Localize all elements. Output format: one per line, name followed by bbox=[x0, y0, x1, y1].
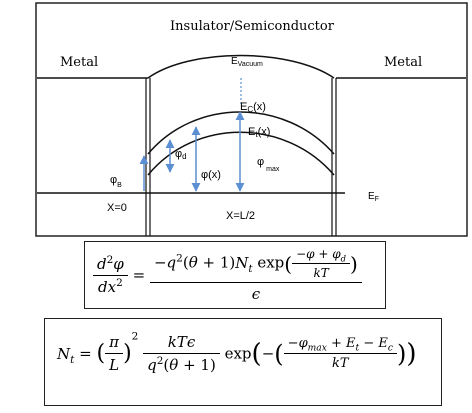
ec-label: EC(x) bbox=[240, 101, 266, 114]
phi-max-label: φmax bbox=[257, 156, 280, 173]
phi-d-label: φd bbox=[175, 148, 187, 161]
xl2-label: X=L/2 bbox=[226, 210, 255, 222]
metal-right-label: Metal bbox=[384, 55, 422, 70]
vacuum-level-curve bbox=[147, 54, 335, 79]
ef-label: EF bbox=[368, 191, 379, 203]
phi-x-label: φ(x) bbox=[201, 169, 221, 181]
x0-label: X=0 bbox=[107, 202, 127, 214]
diagram-frame bbox=[35, 2, 468, 237]
phi-b-label: φB bbox=[110, 174, 122, 189]
e-vacuum-label: EVacuum bbox=[231, 56, 263, 68]
diagram-title: Insulator/Semiconductor bbox=[170, 19, 335, 34]
metal-left-label: Metal bbox=[60, 55, 98, 70]
et-label: Et(x) bbox=[248, 126, 270, 139]
